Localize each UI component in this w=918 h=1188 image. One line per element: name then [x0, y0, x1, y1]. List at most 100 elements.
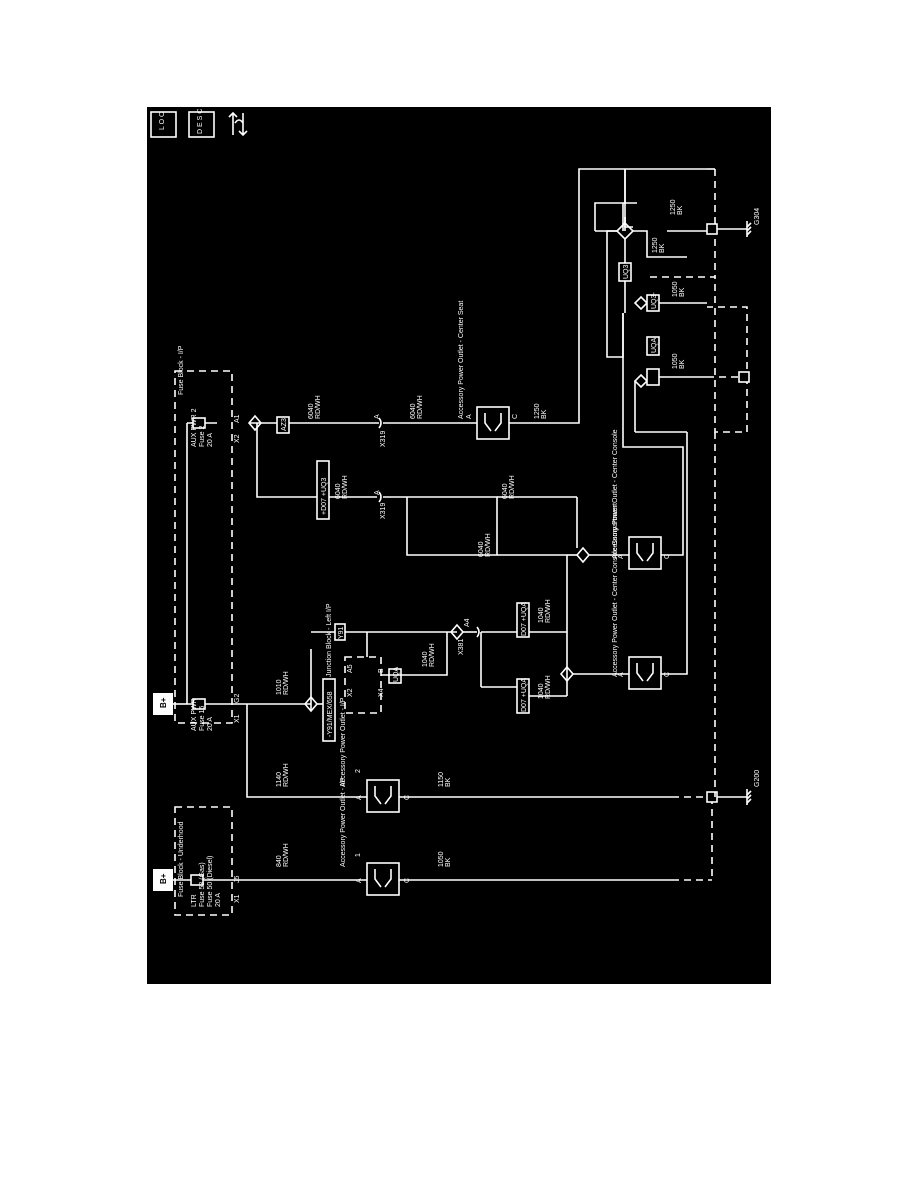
g1050c-color: BK	[679, 359, 686, 369]
g1050a-label: 1050	[438, 851, 445, 867]
w840-label: 840	[276, 855, 283, 867]
g1250b-color: BK	[659, 243, 666, 253]
circuit-1140: 1140 RD/WH 1150 BK	[246, 704, 707, 798]
ltr-fuse-symbol	[190, 874, 204, 886]
aux-pwr-fuse-label: Fuse 16	[199, 706, 206, 731]
w1010-color: RD/WH	[283, 671, 290, 695]
az3-label: AZ3	[281, 418, 288, 431]
splice-x381: A4 X381 D07 +UQA D07 +UQA 1040 RD/WH 104…	[367, 599, 567, 714]
o4-pin-a: A	[618, 554, 625, 559]
g1250c-label: 1250	[670, 199, 677, 215]
bplus-label-2: B+	[159, 697, 168, 708]
outlet2-num: 2	[355, 769, 362, 773]
x1-label-2: X1	[234, 714, 241, 723]
outlet1-label: Accessory Power Outlet - I/P	[340, 777, 347, 867]
aux-pwr-amp-label: 20 A	[207, 717, 214, 731]
arrows-up-down-icon[interactable]	[228, 111, 248, 137]
g200-label: G200	[754, 770, 761, 787]
uq3-a-label: UQ3	[623, 265, 630, 280]
w1140-color: RD/WH	[283, 763, 290, 787]
a4-label: A4	[464, 618, 471, 627]
ltr-fuse2-label: Fuse 50 (Diesel)	[207, 856, 214, 907]
accessory-outlet-ip-2: Accessory Power Outlet - I/P 2 A C	[340, 697, 411, 813]
w6040d-label: 6040	[478, 541, 485, 557]
fuse-block-ip: B+ Fuse Block - I/P AUX PWR Fuse 16 20 A…	[153, 345, 241, 731]
accessory-outlet-center-console: Accessory Power Outlet - Center Console …	[612, 313, 684, 570]
x319b-label: X319	[380, 503, 387, 519]
underhood-block-label: Fuse Block - Underhood	[178, 821, 185, 897]
x319a-pin-a: A	[374, 414, 381, 419]
circuit-1010: 1010 RD/WH -Y91/MEX/658 Y91 Junction Blo…	[217, 603, 448, 742]
x319b-pin-a: A	[374, 490, 381, 495]
o1-pin-c: C	[404, 878, 411, 883]
ground-g200: G200	[706, 770, 761, 880]
w6040e-color: RD/WH	[417, 395, 424, 419]
o4-pin-c: C	[664, 554, 671, 559]
a5-label: A5	[347, 664, 354, 673]
w1040c-color: RD/WH	[545, 599, 552, 623]
o2-pin-a: A	[356, 795, 363, 800]
w1140-label: 1140	[276, 772, 283, 787]
g2-label: G2	[234, 694, 241, 703]
junction-block-label: Junction Block - Left I/P	[326, 603, 333, 677]
outlet2-label: Accessory Power Outlet - I/P	[340, 697, 347, 787]
g1050b-label: 1050	[672, 281, 679, 297]
w6040d-color: RD/WH	[485, 533, 492, 557]
o1-pin-a: A	[356, 878, 363, 883]
x4-label: X4	[378, 688, 385, 697]
w6040a-color: RD/WH	[315, 395, 322, 419]
ltr-fuse1-label: Fuse 53 (Gas)	[199, 862, 206, 907]
circuit-840: 840 RD/WH 1050 BK	[217, 843, 712, 881]
bplus-box-1	[153, 869, 173, 891]
w6040b-color: RD/WH	[342, 475, 349, 499]
x2b-label: X2	[347, 688, 354, 697]
g1250a-color: BK	[541, 409, 548, 419]
w6040b-label: 6040	[335, 483, 342, 499]
aux-pwr2-label: AUX PWR 2	[191, 408, 198, 447]
g304-label: G304	[754, 208, 761, 225]
w1040a-label: 1040	[422, 651, 429, 667]
d07-uq-label: +D07 +UQ3	[321, 478, 328, 515]
w1010-label: 1010	[276, 679, 283, 695]
g1250b-label: 1250	[652, 237, 659, 253]
o3-pin-a: A	[618, 672, 625, 677]
outlet5-label: Accessory Power Outlet - Center Seat	[458, 301, 465, 419]
desc-label: D E S C	[197, 109, 204, 134]
a1-label: A1	[234, 414, 241, 423]
ground-uqa-path: 1050 BK	[633, 277, 750, 797]
loc-label: L O C	[159, 112, 166, 130]
o5-pin-a: A	[466, 414, 473, 419]
accessory-outlet-ip-1: Accessory Power Outlet - I/P 1 A C	[340, 777, 411, 896]
outlet1-num: 1	[355, 853, 362, 857]
ltr-amp-label: 20 A	[215, 893, 222, 907]
desc-icon[interactable]: D E S C	[188, 109, 215, 138]
g1050a-color: BK	[445, 857, 452, 867]
ground-network-g304: UQ3 UQA UQ3- 1050 BK 1250 BK 1250 BK G30…	[594, 169, 761, 358]
loc-icon[interactable]: L O C	[150, 111, 177, 138]
fuse-block-underhood: B+ Fuse Block - Underhood LTR Fuse 53 (G…	[153, 806, 241, 916]
uq3-c-label: UQ3-	[651, 292, 658, 309]
wiring-diagram-panel: L O C D E S C B+ Fuse Block - Underhood …	[147, 107, 771, 984]
x381-label: X381	[458, 639, 465, 655]
bplus-box-2	[153, 693, 173, 715]
uqa-label-b: UQA	[651, 338, 658, 354]
circuit-6040: +D07 +UQ3 6040 RD/WH A X319 6040 RD/WH 6…	[247, 414, 629, 632]
aux-pwr2-amp-label: 20 A	[207, 433, 214, 447]
w1040b-color: RD/WH	[545, 675, 552, 699]
bplus-label-1: B+	[159, 873, 168, 884]
w1040b-label: 1040	[538, 683, 545, 699]
junction-block-left-ip	[344, 656, 382, 714]
wiring-diagram-svg: L O C D E S C B+ Fuse Block - Underhood …	[150, 109, 761, 916]
y91-mex-label: -Y91/MEX/658	[327, 691, 334, 737]
aux-pwr2-fuse-label: Fuse 2	[199, 425, 206, 447]
y91-label: Y91	[338, 626, 345, 639]
d07-uqa-b-label: D07 +UQA	[521, 602, 528, 636]
aux-pwr-label: AUX PWR	[191, 698, 198, 731]
g1150-label: 1150	[438, 772, 445, 787]
o2-pin-c: C	[404, 795, 411, 800]
w6040a-label: 6040	[308, 403, 315, 419]
w6040c-color: RD/WH	[509, 475, 516, 499]
circuit-6040-center-seat: AZ3 6040 RD/WH A X319 6040 RD/WH Accesso…	[249, 168, 715, 447]
x319a-label: X319	[380, 431, 387, 447]
outlet3-label: Accessory Power Outlet - Center Console …	[612, 503, 619, 677]
